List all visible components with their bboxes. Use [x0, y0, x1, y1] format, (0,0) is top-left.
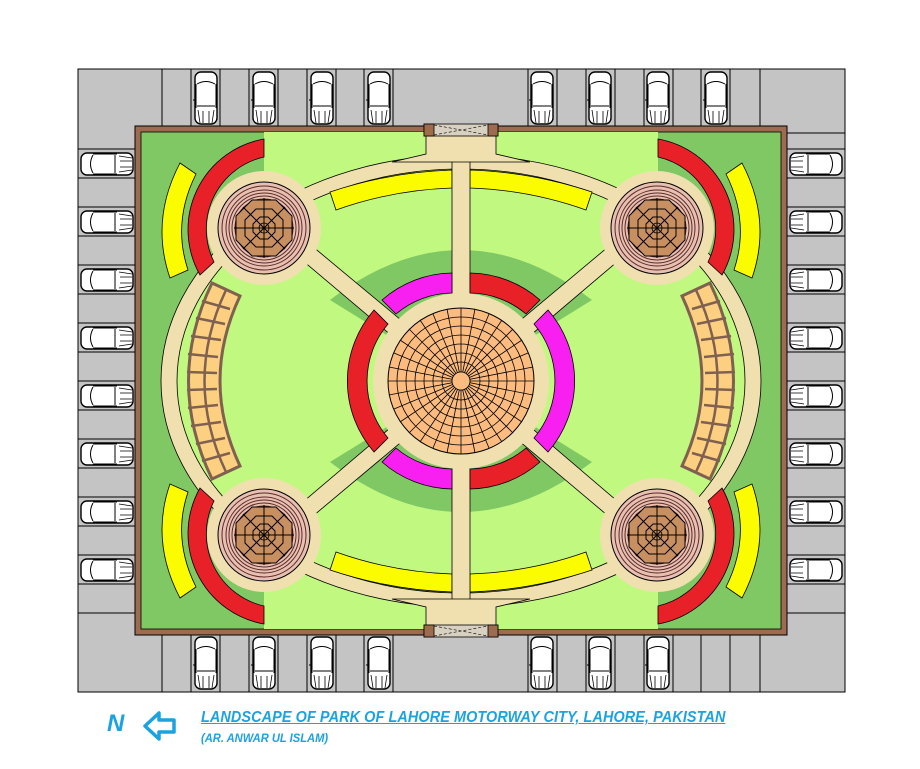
central-plaza — [346, 272, 576, 490]
gazebo-southeast — [599, 477, 715, 593]
yellow-hedges — [161, 162, 761, 599]
north-arrow-icon — [143, 711, 176, 741]
drawing-subtitle: (AR. ANWAR UL ISLAM) — [201, 731, 329, 745]
north-label: N — [107, 710, 125, 737]
gazebo-northwest — [206, 170, 322, 286]
gazebo-northeast — [599, 170, 715, 286]
entrance-gate-bottom[interactable] — [423, 624, 499, 638]
gazebo-southwest — [206, 477, 322, 593]
pergola-west — [186, 281, 242, 481]
red-corner-hedges — [187, 138, 735, 625]
entrance-gate-top[interactable] — [423, 123, 499, 137]
drawing-title: LANDSCAPE OF PARK OF LAHORE MOTORWAY CIT… — [201, 709, 726, 726]
pergola-east — [680, 281, 736, 481]
